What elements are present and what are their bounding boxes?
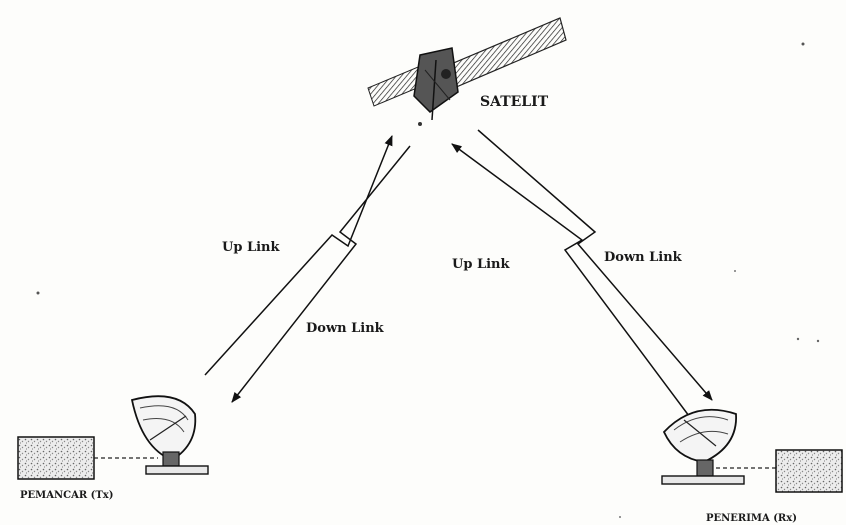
left-downlink-label: Down Link xyxy=(306,321,385,336)
transmitter-label: PEMANCAR (Tx) xyxy=(20,490,114,501)
transmitter-terminal-icon xyxy=(18,437,94,479)
receiver-terminal-icon xyxy=(776,450,842,492)
left-uplink-arrow xyxy=(205,136,392,375)
receiver-label: PENERIMA (Rx) xyxy=(706,513,797,524)
right-uplink-label: Up Link xyxy=(452,257,510,272)
left-uplink-label: Up Link xyxy=(222,240,280,255)
right-downlink-arrow xyxy=(478,130,712,400)
receiver-dish-icon xyxy=(662,410,744,484)
left-downlink-arrow xyxy=(232,146,410,402)
right-downlink-label: Down Link xyxy=(604,250,683,265)
satellite-label: SATELIT xyxy=(480,94,549,110)
right-uplink-arrow xyxy=(452,144,698,428)
transmitter-dish-icon xyxy=(132,396,208,474)
